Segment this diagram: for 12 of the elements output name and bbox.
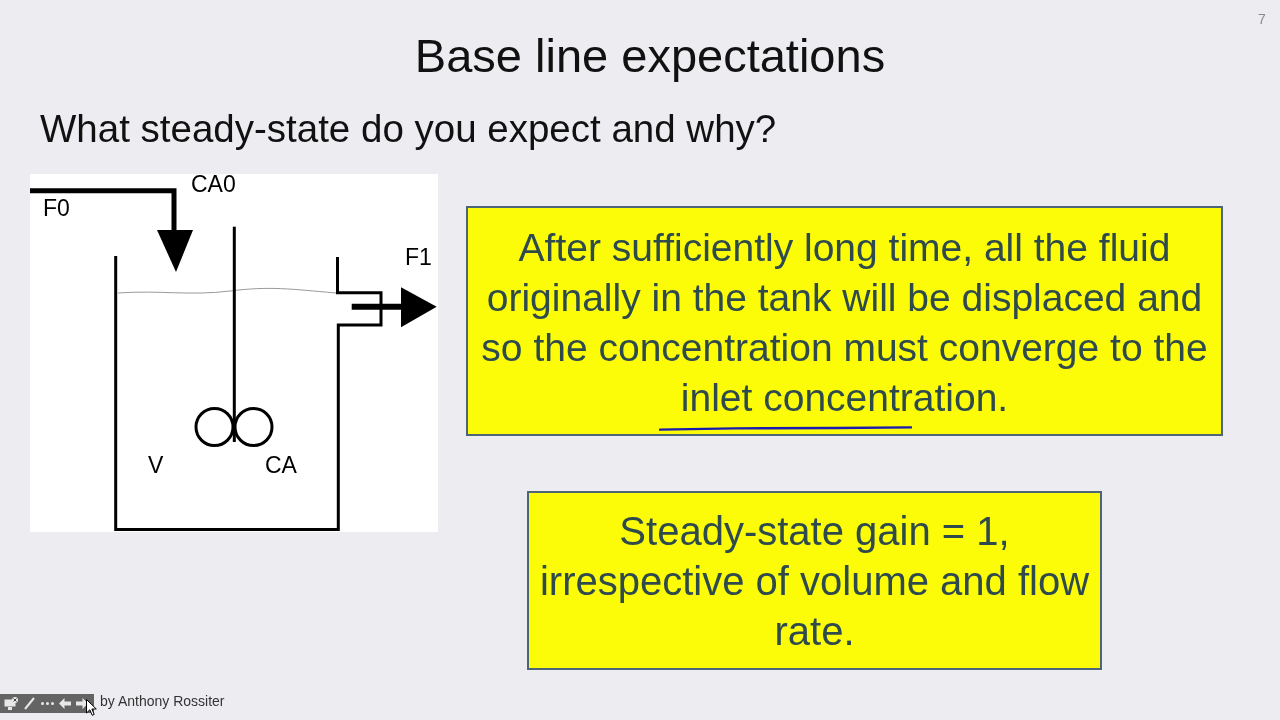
highlight-panel (466, 206, 1223, 436)
author-credit: by Anthony Rossiter (100, 694, 225, 708)
highlight-panel (527, 491, 1102, 670)
variable-label: V (148, 454, 164, 477)
variable-label: CA (265, 454, 297, 477)
question-heading: What steady-state do you expect and why? (40, 110, 777, 149)
variable-label: F1 (405, 246, 432, 269)
page-number: 7 (1258, 12, 1266, 26)
statement-text: Steady-state gain = 1, irrespective of volume and flow rate. (538, 508, 1091, 655)
variable-label: F0 (43, 197, 70, 220)
variable-label: CA0 (191, 173, 236, 196)
statement-text: After sufficiently long time, all the fluid originally in the tank will be displaced and so the concentration must converge to the inlet concentration. (480, 225, 1209, 421)
